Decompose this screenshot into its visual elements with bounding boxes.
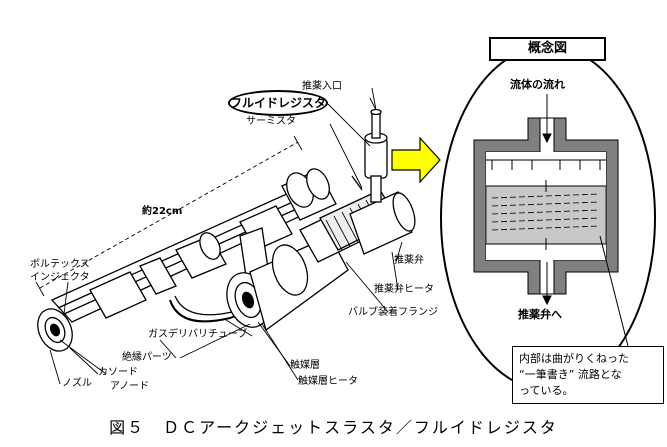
thruster-assembly bbox=[37, 108, 416, 352]
leader-lines bbox=[49, 87, 403, 385]
insulator-label: 絶縁パーツ bbox=[122, 352, 172, 363]
thermistor-label: サーミスタ bbox=[246, 116, 296, 127]
fluid-resistor-label: フルイドレジスタ bbox=[228, 90, 328, 116]
nozzle-label: ノズル bbox=[62, 378, 92, 389]
catalyst-layer-label: 触媒層 bbox=[290, 360, 320, 371]
to-valve-label: 推薬弁へ bbox=[518, 308, 562, 321]
note-line-3: っている。 bbox=[519, 384, 574, 397]
note-line-1: 内部は曲がりくねった bbox=[519, 352, 629, 365]
yellow-arrow bbox=[391, 136, 441, 184]
propellant-valve-label: 推薬弁 bbox=[394, 255, 424, 266]
valve-flange-label: バルブ装着フランジ bbox=[348, 307, 438, 318]
gas-delivery-tube bbox=[169, 289, 301, 323]
flow-passage bbox=[485, 185, 607, 245]
vortex-injector-label-1: ボルテックス bbox=[30, 259, 90, 270]
valve-heater-label: 推薬弁ヒータ bbox=[374, 284, 434, 295]
propellant-inlet-label: 推薬入口 bbox=[302, 81, 342, 92]
length-label: 約22cm bbox=[142, 206, 183, 217]
gas-delivery-tube-label: ガスデリバリチューブ bbox=[148, 329, 248, 340]
catalyst-heater-label: 触媒層ヒータ bbox=[298, 376, 358, 387]
fluid-flow-label: 流体の流れ bbox=[510, 78, 565, 91]
anode-label: アノード bbox=[110, 381, 150, 392]
note-line-2: “一筆書き” 流路とな bbox=[519, 368, 622, 381]
note-box: 内部は曲がりくねった “一筆書き” 流路とな っている。 bbox=[512, 346, 664, 404]
length-dimension bbox=[35, 135, 303, 297]
concept-title: 概念図 bbox=[489, 37, 606, 61]
cathode-label: カソード bbox=[98, 367, 138, 378]
figure-caption: 図５ ＤＣアークジェットスラスタ／フルイドレジスタ bbox=[109, 418, 558, 437]
vortex-injector-label-2: インジェクタ bbox=[30, 272, 90, 283]
concept-diagram bbox=[440, 45, 656, 391]
